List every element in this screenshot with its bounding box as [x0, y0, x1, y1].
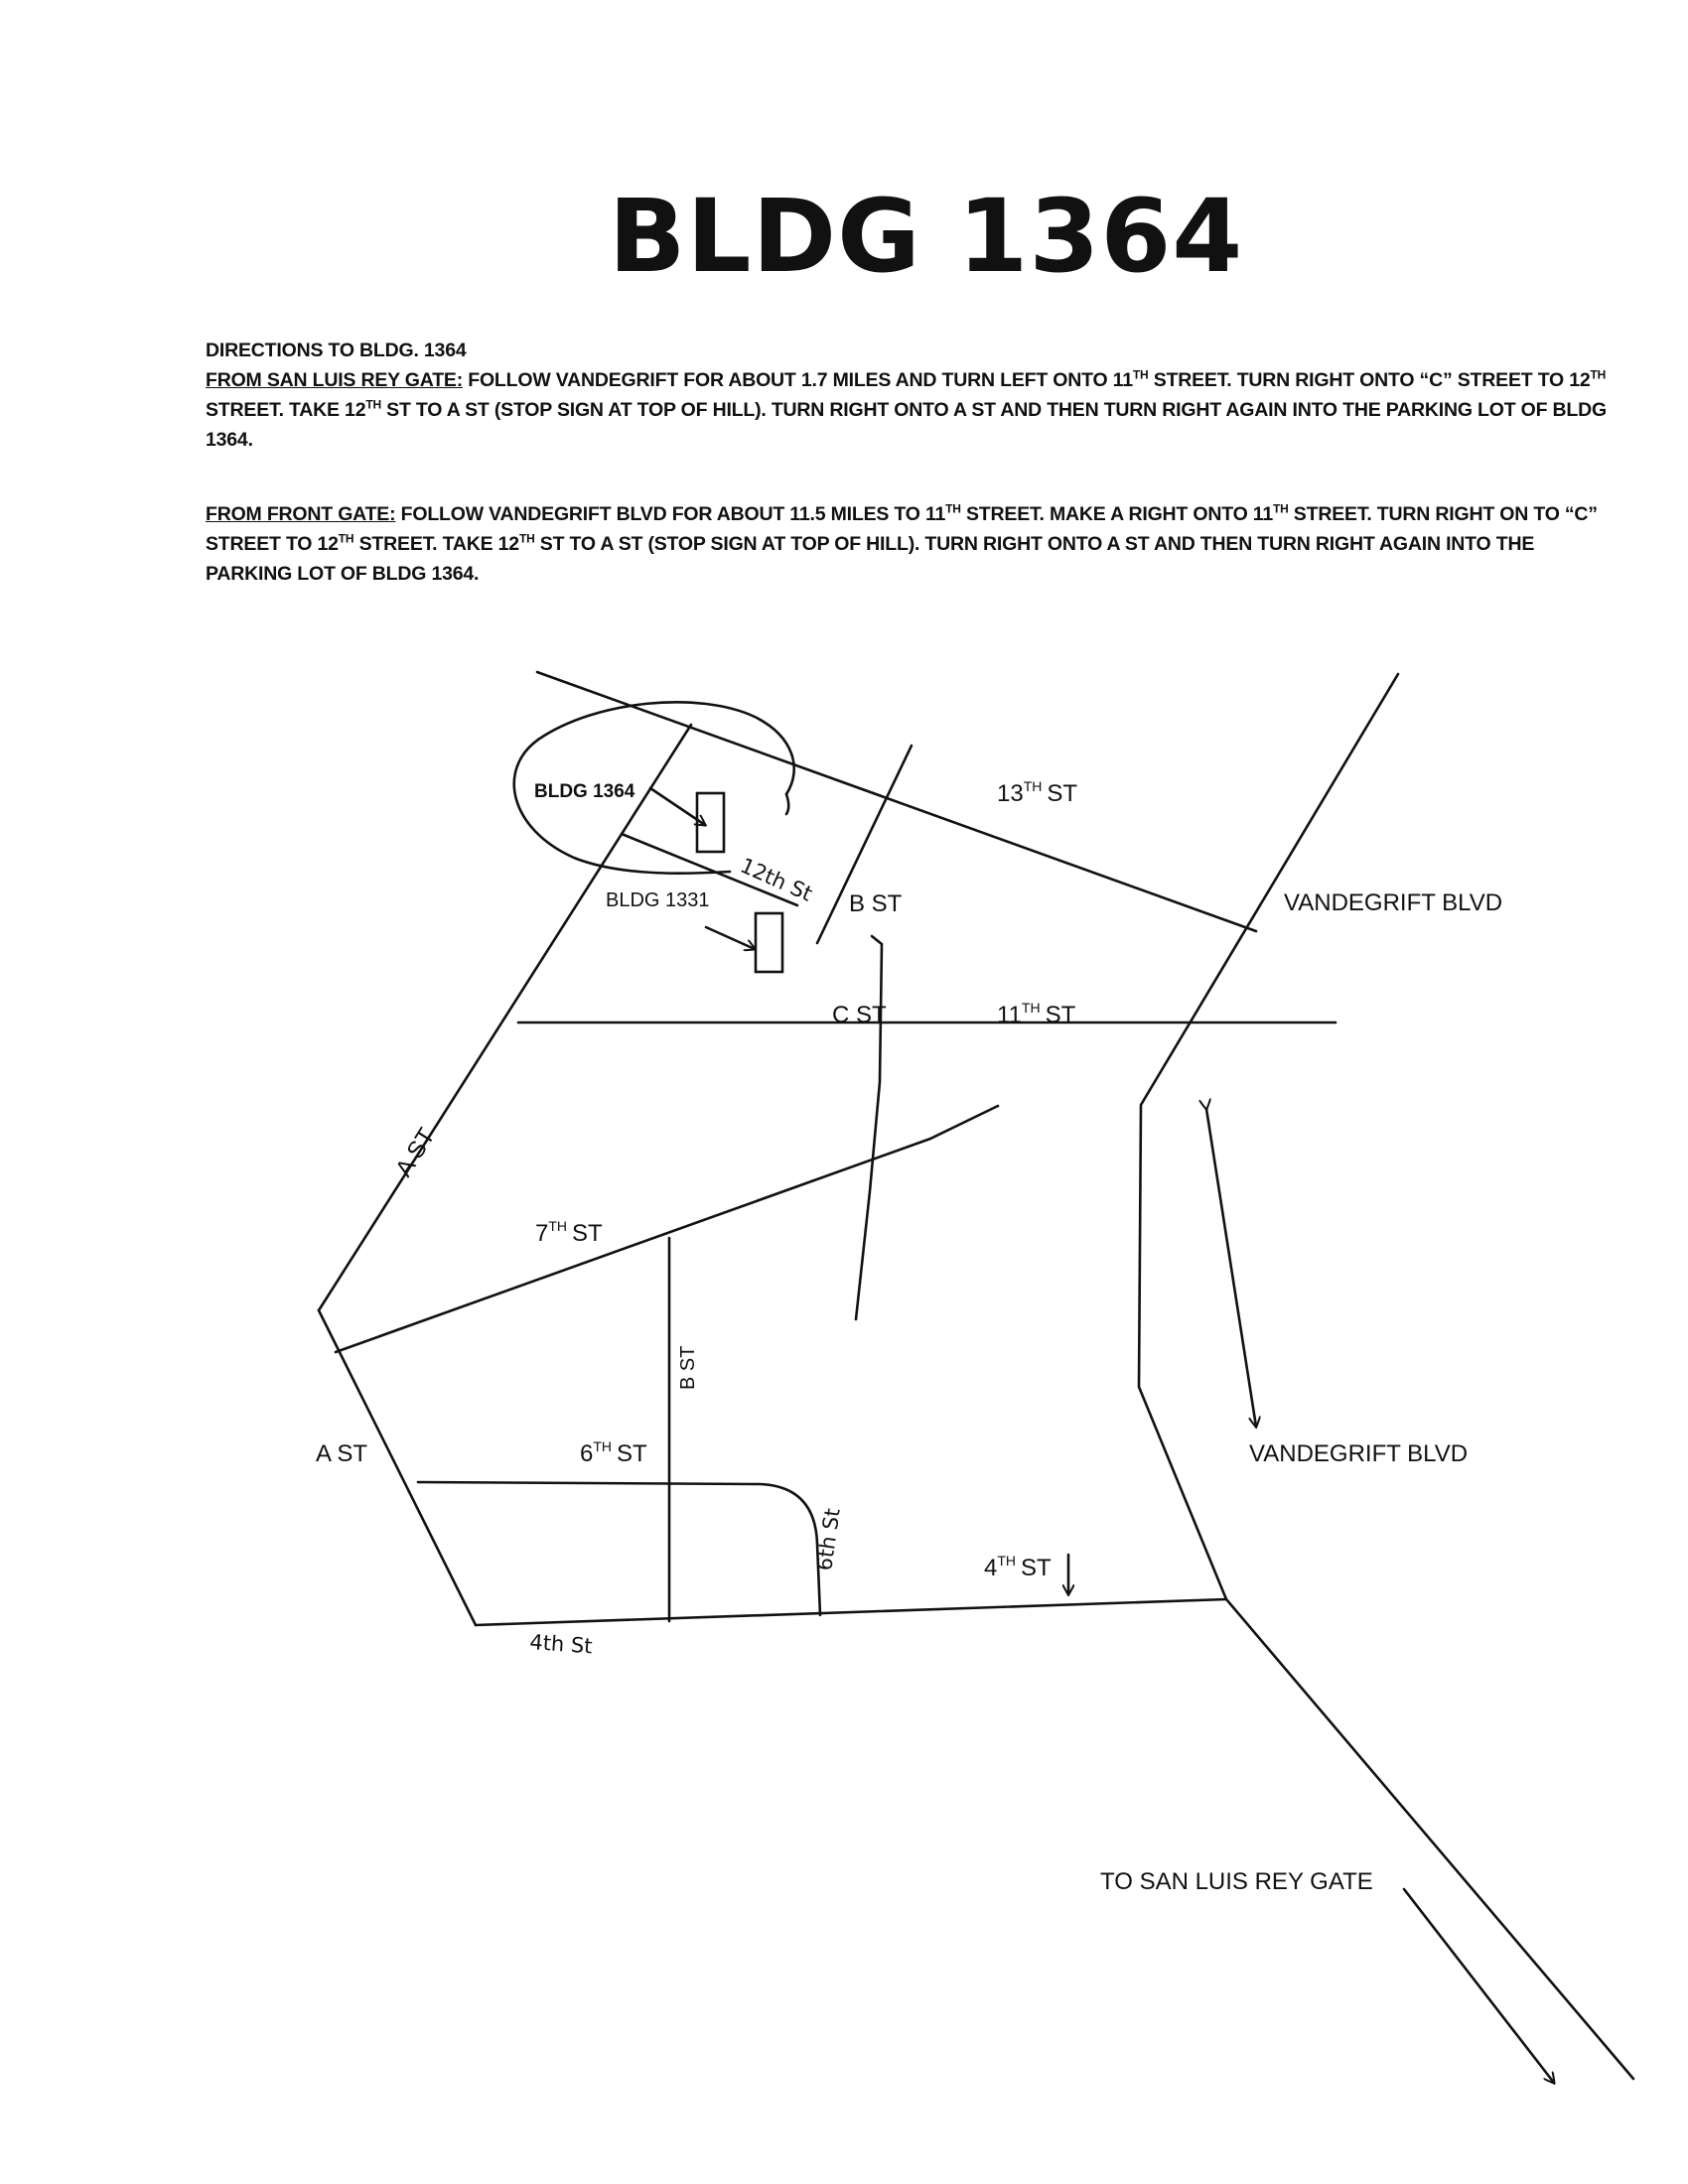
road-13th-st: [535, 670, 1258, 933]
street-number: 4: [984, 1555, 997, 1581]
directions-text: STREET. TAKE 12: [206, 399, 366, 421]
front-gate-label: FROM FRONT GATE:: [206, 503, 396, 525]
street-number: 13: [997, 780, 1024, 807]
ordinal-suffix: TH: [593, 1438, 612, 1454]
road-4th-st: [474, 1597, 1228, 1627]
4th-st-handwritten-label: 4th St: [529, 1630, 594, 1658]
street-number: 7: [535, 1220, 548, 1247]
vandegrift-double-arrow: [1206, 1109, 1256, 1427]
bldg-1364-circle-tail: [784, 792, 790, 816]
vandegrift-lower-label: VANDEGRIFT BLVD: [1249, 1440, 1468, 1467]
bldg-1364-arrow: [648, 786, 705, 825]
bldg-1364-circle: [512, 701, 795, 876]
road-vandegrift-blvd: [1137, 672, 1635, 2081]
ordinal-suffix: TH: [365, 397, 381, 412]
page-title: BLDG 1364: [608, 178, 1244, 296]
ordinal-suffix: TH: [338, 531, 354, 546]
road-b-st-upper: [815, 744, 914, 945]
street-suffix: ST: [617, 1440, 647, 1467]
road-6th-st: [416, 1480, 822, 1617]
directions-heading: DIRECTIONS TO BLDG. 1364: [206, 340, 467, 361]
ordinal-suffix: TH: [945, 501, 961, 516]
street-suffix: ST: [1047, 780, 1077, 807]
ordinal-suffix: TH: [548, 1218, 567, 1234]
directions-text: STREET. TAKE 12: [353, 533, 520, 555]
directions-from-front-gate: FROM FRONT GATE: FOLLOW VANDEGRIFT BLVD …: [206, 499, 1625, 589]
bldg-1331-arrow: [704, 925, 755, 949]
vandegrift-upper-label: VANDEGRIFT BLVD: [1284, 889, 1502, 916]
directions-text: STREET. MAKE A RIGHT ONTO 11: [960, 503, 1273, 525]
ordinal-suffix: TH: [1590, 367, 1607, 382]
street-suffix: ST: [572, 1220, 603, 1247]
b-st-label: B ST: [849, 890, 903, 917]
directions-text: FOLLOW VANDEGRIFT BLVD FOR ABOUT 11.5 MI…: [395, 503, 946, 525]
street-suffix: ST: [1021, 1555, 1052, 1581]
b-st-vertical-label: B ST: [677, 1346, 699, 1390]
street-number: 11: [997, 1002, 1022, 1028]
directions-from-san-luis-rey-gate: FROM SAN LUIS REY GATE: FOLLOW VANDEGRIF…: [206, 365, 1625, 455]
road-a-st-lower: [317, 1308, 478, 1627]
ordinal-suffix: TH: [1272, 501, 1289, 516]
road-a-st-upper: [317, 723, 693, 1312]
san-luis-rey-gate-label: TO SAN LUIS REY GATE: [1100, 1868, 1373, 1895]
directions-text: ST TO A ST (STOP SIGN AT TOP OF HILL). T…: [206, 533, 1535, 585]
6th-st-label: 6TH ST: [580, 1438, 647, 1467]
san-luis-rey-gate-label: FROM SAN LUIS REY GATE:: [206, 369, 464, 391]
6th-st-handwritten-label: 6th St: [812, 1507, 845, 1572]
ordinal-suffix: TH: [1024, 778, 1043, 794]
ordinal-suffix: TH: [997, 1553, 1016, 1569]
directions-text: FOLLOW VANDEGRIFT FOR ABOUT 1.7 MILES AN…: [463, 369, 1133, 391]
street-suffix: ST: [1046, 1002, 1076, 1028]
directions-text: ST TO A ST (STOP SIGN AT TOP OF HILL). T…: [206, 399, 1607, 451]
ordinal-suffix: TH: [518, 531, 535, 546]
bldg-1331-marker: [754, 911, 784, 974]
ordinal-suffix: TH: [1022, 1000, 1041, 1016]
11th-st-label: 11TH ST: [997, 1000, 1076, 1028]
road-12th-st: [620, 832, 799, 907]
a-st-lower-label: A ST: [316, 1440, 367, 1467]
road-7th-st: [334, 1104, 1000, 1354]
bldg-1364-label: BLDG 1364: [534, 781, 635, 802]
directions-text: STREET. TURN RIGHT ON TO “C” STREET TO 1…: [206, 503, 1598, 555]
c-st-label: C ST: [832, 1002, 887, 1028]
gate-direction-arrow: [1402, 1887, 1554, 2083]
directions-text: STREET. TURN RIGHT ONTO “C” STREET TO 12: [1148, 369, 1591, 391]
street-number: 6: [580, 1440, 593, 1467]
road-c-st: [854, 934, 884, 1321]
ordinal-suffix: TH: [1132, 367, 1149, 382]
bldg-1331-label: BLDG 1331: [606, 889, 710, 911]
7th-st-label: 7TH ST: [535, 1218, 603, 1247]
4th-st-label: 4TH ST: [984, 1553, 1052, 1581]
